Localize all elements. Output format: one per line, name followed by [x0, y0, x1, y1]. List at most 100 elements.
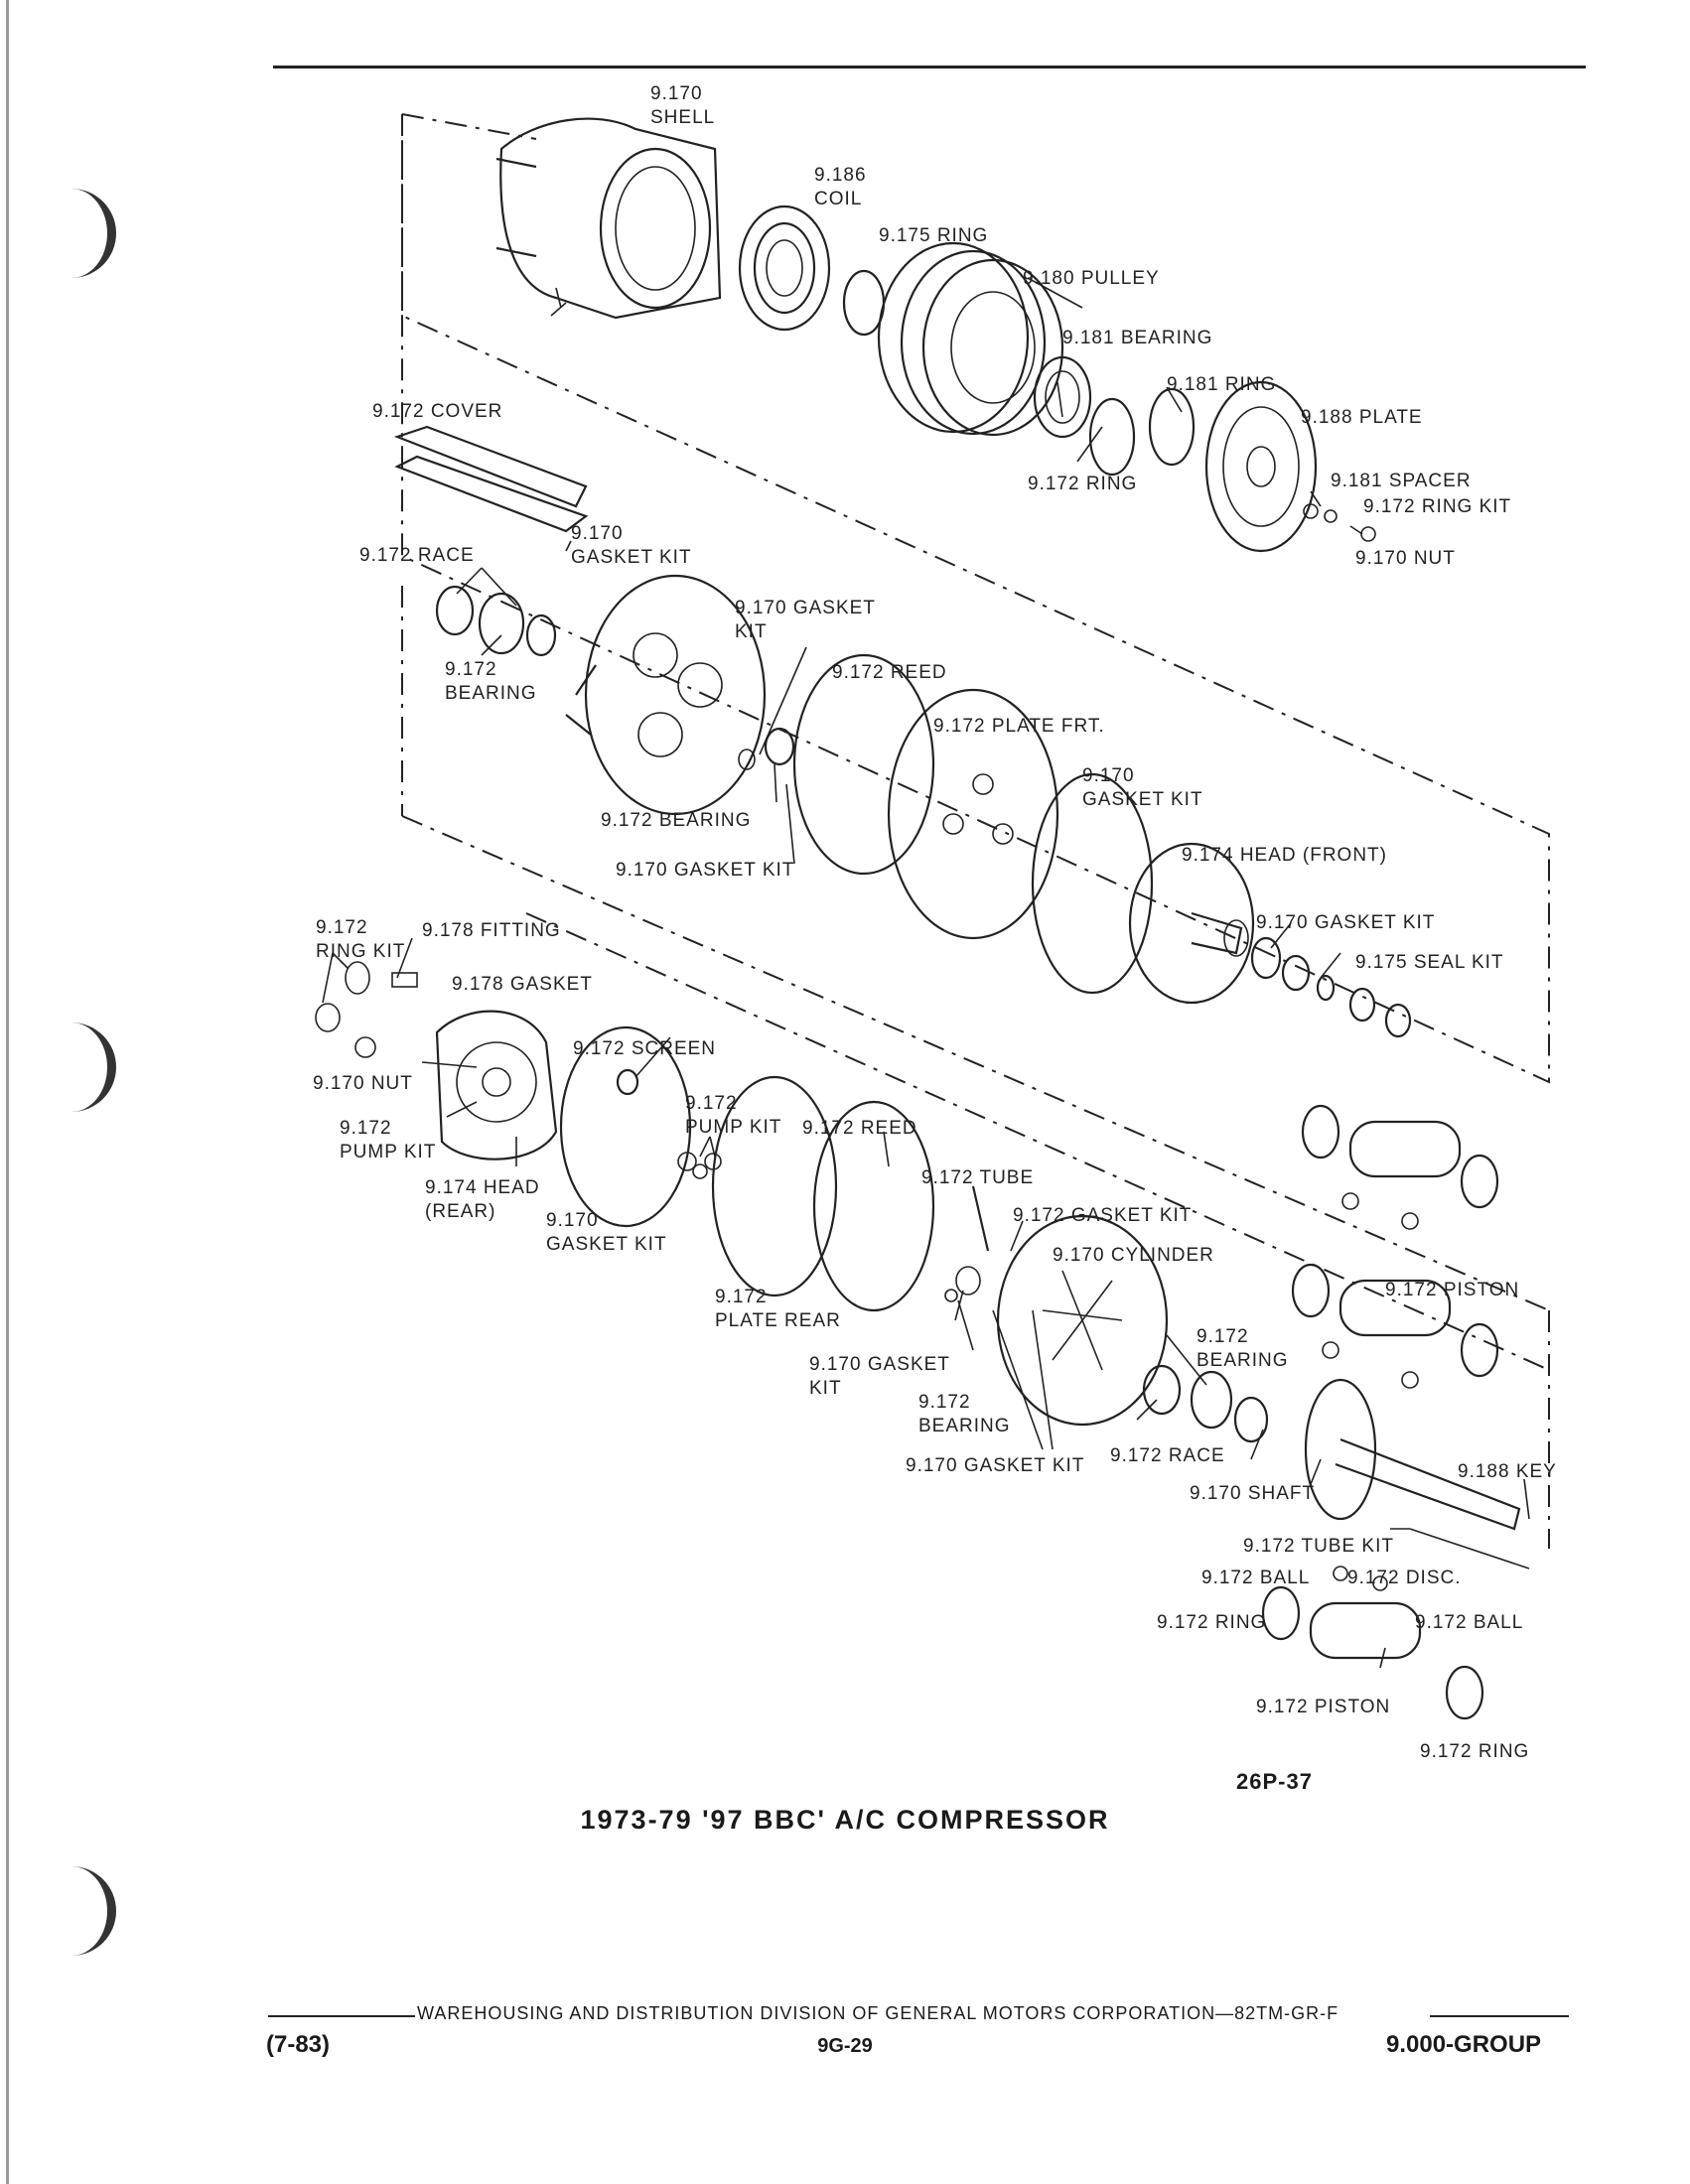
bearing-low-part — [955, 1266, 981, 1296]
footer-group: 9.000-GROUP — [1386, 2031, 1542, 2058]
label-line: 9.181 SPACER — [1331, 471, 1472, 491]
label-line: 9.172 RING KIT — [1363, 496, 1511, 517]
reed-low-part — [812, 1100, 935, 1312]
label-line: 9.172 PISTON — [1256, 1697, 1390, 1717]
gasket-low-part — [944, 1289, 958, 1302]
label-ring-low-a: 9.172 RING — [1157, 1612, 1266, 1633]
seal-d-part — [1384, 1003, 1412, 1038]
footer-rule-left — [268, 2015, 415, 2017]
label-line: 9.172 — [316, 917, 368, 938]
pulley-part — [877, 241, 1064, 437]
ring-175-part — [842, 269, 886, 337]
label-line: 9.172 TUBE — [921, 1167, 1034, 1188]
label-line: 9.170 CYLINDER — [1053, 1245, 1214, 1266]
label-line: 9.186 — [814, 165, 867, 186]
label-line: PUMP KIT — [340, 1142, 436, 1162]
nut-left-part — [354, 1036, 376, 1058]
label-gasket-kit-c: 9.170 GASKET KIT — [1256, 912, 1435, 933]
label-line: (REAR) — [425, 1201, 495, 1222]
label-ring-172: 9.172 RING — [1028, 474, 1137, 494]
label-plate-frt: 9.172 PLATE FRT. — [933, 716, 1105, 737]
label-line: 9.174 HEAD (FRONT) — [1182, 845, 1387, 866]
leader-lines — [322, 277, 1530, 1669]
label-line: 9.172 — [1197, 1326, 1249, 1347]
tube-kit-part — [1409, 1528, 1530, 1570]
boundary-front-group — [401, 114, 1550, 1084]
front-cylinder-part — [565, 574, 767, 816]
label-line: RING KIT — [316, 941, 405, 962]
label-gasket-kit-b: 9.170 GASKET KIT — [616, 860, 794, 881]
label-line: KIT — [735, 621, 768, 642]
spacer-part — [1303, 503, 1319, 519]
label-line: 9.172 RING — [1157, 1612, 1266, 1633]
label-line: 9.175 RING — [879, 225, 988, 246]
head-front-part — [1128, 842, 1255, 1005]
boundary-top — [401, 113, 537, 140]
label-line: 9.172 — [340, 1118, 392, 1139]
label-line: GASKET KIT — [571, 547, 692, 568]
label-disc: 9.172 DISC. — [1347, 1568, 1462, 1588]
footer-rule-right — [1430, 2015, 1569, 2017]
plate-188-part — [1204, 380, 1318, 553]
binder-hole-mark — [48, 189, 116, 278]
plate-rear-part — [711, 1075, 838, 1297]
label-tube-kit: 9.172 TUBE KIT — [1243, 1536, 1394, 1557]
label-line: 9.180 PULLEY — [1023, 268, 1160, 289]
label-line: 9.170 GASKET — [735, 598, 876, 618]
label-shaft: 9.170 SHAFT — [1190, 1483, 1315, 1504]
label-cover: 9.172 COVER — [372, 401, 502, 422]
label-gasket-kit-a: 9.170 GASKET KIT — [735, 598, 876, 642]
label-fitting: 9.178 FITTING — [422, 920, 561, 941]
nut-part — [1360, 526, 1376, 542]
screen-part — [559, 1025, 692, 1228]
label-bearing-181: 9.181 BEARING — [1062, 328, 1212, 348]
label-head-rear: 9.174 HEAD(REAR) — [425, 1177, 540, 1222]
label-race-top: 9.172 RACE — [359, 545, 475, 566]
label-line: 9.172 BALL — [1201, 1568, 1310, 1588]
label-line: 9.172 — [918, 1392, 971, 1413]
top-rule — [273, 66, 1586, 68]
piston-lower-assembly — [1261, 1566, 1484, 1720]
label-line: 9.172 SCREEN — [573, 1038, 716, 1059]
bearing-mid-part — [764, 727, 795, 766]
label-line: 9.188 KEY — [1458, 1461, 1557, 1482]
label-piston-a: 9.172 PISTON — [1385, 1280, 1519, 1300]
label-gasket-kit-172: 9.172 GASKET KIT — [1013, 1205, 1192, 1226]
group-boundaries — [401, 113, 1550, 1549]
label-line: 9.170 GASKET KIT — [1256, 912, 1435, 933]
label-line: 9.170 GASKET KIT — [906, 1455, 1084, 1476]
label-head-front: 9.174 HEAD (FRONT) — [1182, 845, 1387, 866]
label-line: 9.172 BALL — [1415, 1612, 1523, 1633]
label-line: 9.181 RING — [1167, 374, 1276, 395]
plate-front-part — [887, 688, 1059, 940]
figure-number: 26P-37 — [1236, 1769, 1313, 1794]
label-line: 9.172 TUBE KIT — [1243, 1536, 1394, 1557]
label-race-low: 9.172 RACE — [1110, 1445, 1225, 1466]
label-line: KIT — [809, 1378, 842, 1399]
cylinder-part — [996, 1214, 1169, 1427]
label-line: 9.170 — [546, 1210, 599, 1231]
binder-hole-mark — [48, 1866, 116, 1956]
ring-172-part — [1088, 397, 1136, 477]
footer-date: (7-83) — [266, 2031, 331, 2058]
race-low-part — [1142, 1364, 1182, 1416]
label-reed-low: 9.172 REED — [802, 1118, 917, 1139]
label-nut-top: 9.170 NUT — [1355, 548, 1456, 569]
label-line: 9.172 RING — [1420, 1741, 1529, 1762]
label-line: 9.172 BEARING — [601, 810, 751, 831]
label-ring-kit-172: 9.172 RING KIT — [1363, 496, 1511, 517]
label-line: 9.170 — [1082, 765, 1135, 786]
gasket-ring-part — [1031, 772, 1154, 995]
label-line: 9.170 — [650, 83, 703, 104]
label-line: 9.170 NUT — [313, 1073, 413, 1094]
footer-division: WAREHOUSING AND DISTRIBUTION DIVISION OF… — [417, 2003, 1339, 2023]
